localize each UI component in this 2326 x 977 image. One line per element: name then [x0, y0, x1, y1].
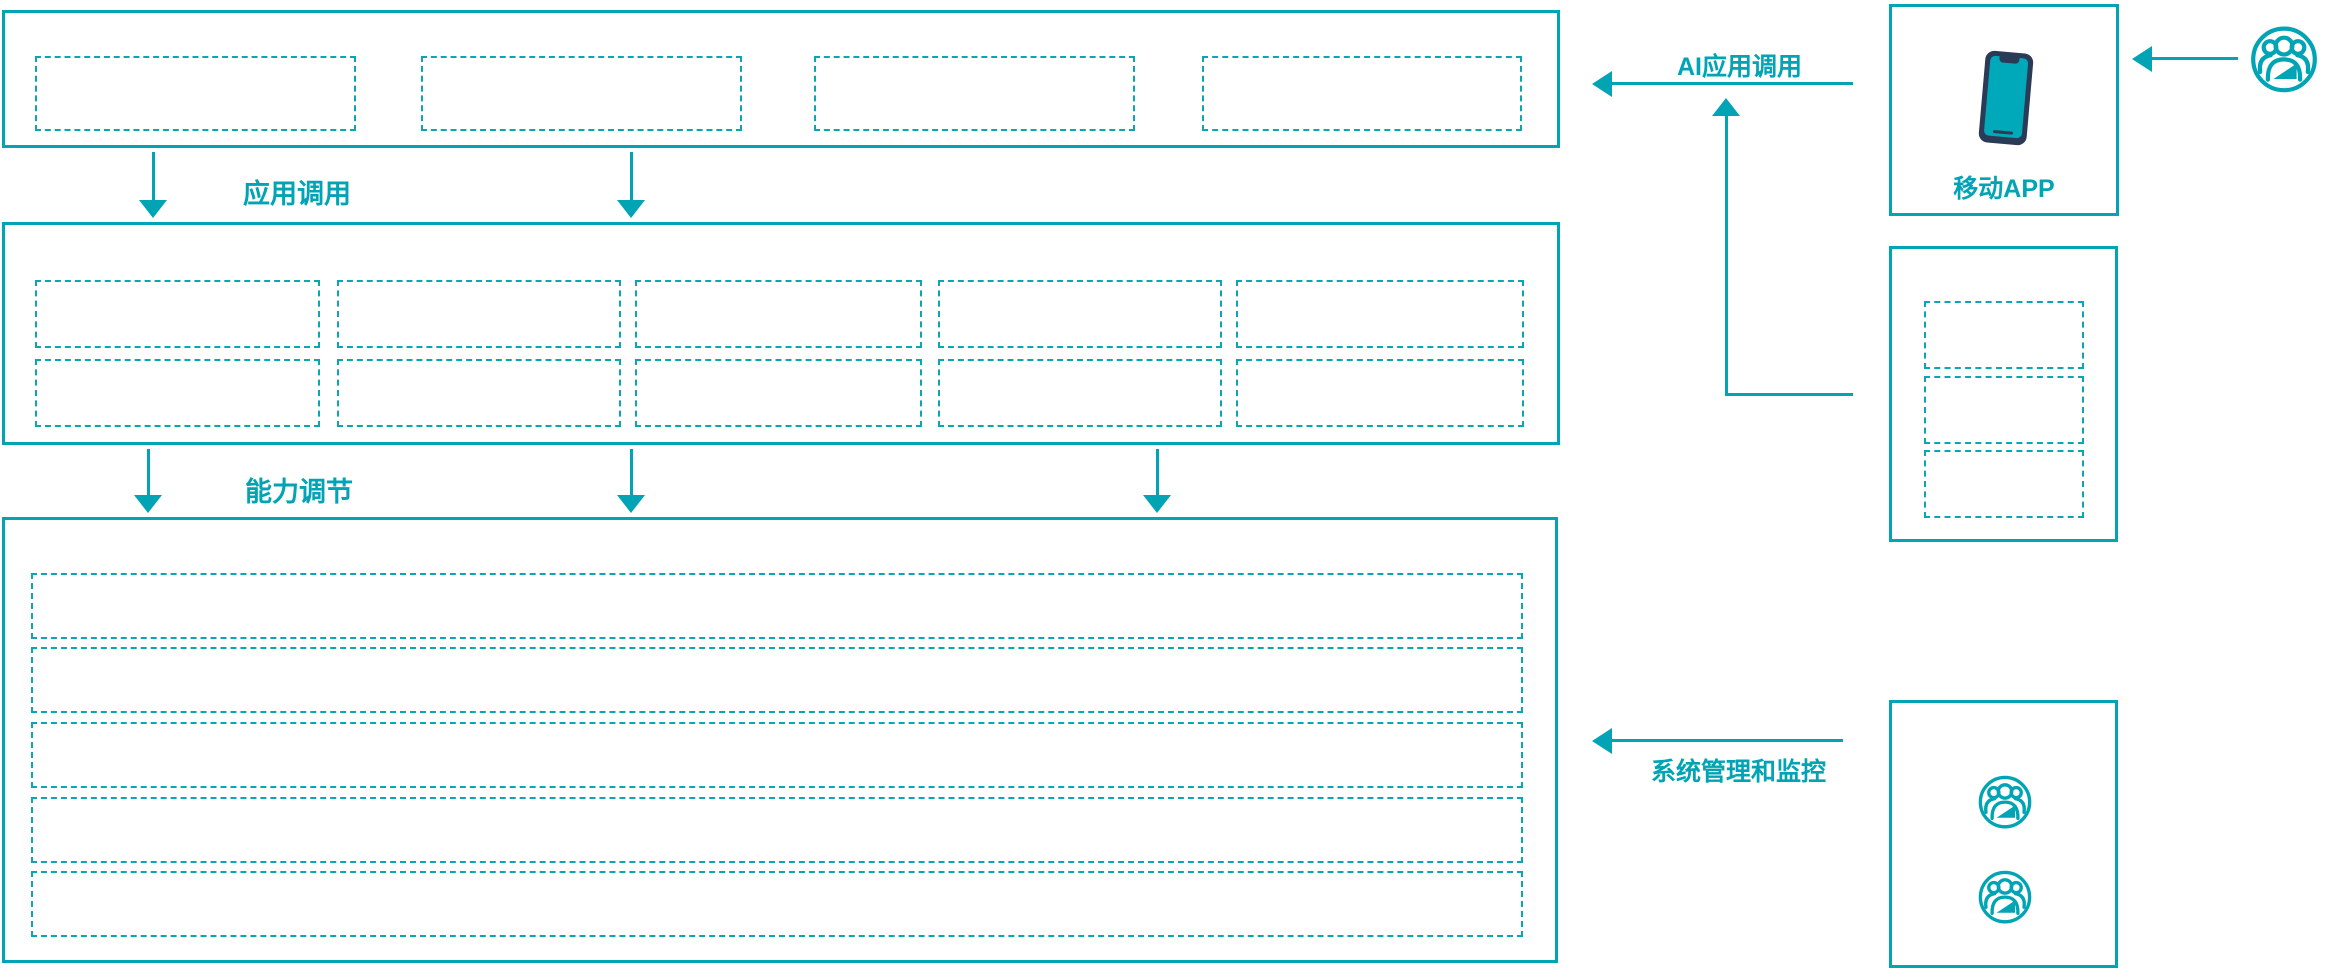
- app-call-label: 应用调用: [243, 179, 351, 209]
- platform-layer-box: [2, 517, 1558, 963]
- service-connector-vertical: [1725, 114, 1728, 394]
- capability-placeholder-r1c4: [938, 280, 1222, 348]
- application-placeholder-4: [1202, 56, 1522, 131]
- application-placeholder-1: [35, 56, 356, 131]
- mobile-app-label: 移动APP: [1953, 175, 2055, 203]
- mobile-app-box: 移动APP: [1889, 4, 2119, 216]
- capability-arrow-line-2: [630, 449, 633, 497]
- end-user-arrowhead: [2132, 46, 2152, 72]
- capability-placeholder-r2c1: [35, 359, 320, 427]
- application-placeholder-2: [421, 56, 742, 131]
- operator-user-icon-2: [1978, 870, 2032, 924]
- smartphone-screen: [1983, 55, 2029, 139]
- service-up-arrowhead: [1712, 98, 1740, 116]
- capability-placeholder-r1c3: [635, 280, 922, 348]
- platform-row-2: [31, 647, 1523, 713]
- platform-row-3: [31, 722, 1523, 788]
- capability-adjust-label: 能力调节: [245, 477, 353, 507]
- app-call-arrow-line-2: [630, 152, 633, 202]
- service-placeholder-3: [1924, 450, 2084, 518]
- operator-user-icon-1: [1978, 775, 2032, 829]
- system-management-arrowhead: [1592, 728, 1612, 754]
- app-call-arrowhead-2: [617, 200, 645, 218]
- application-layer-box: [2, 10, 1560, 148]
- capability-placeholder-r2c4: [938, 359, 1222, 427]
- platform-row-4: [31, 797, 1523, 863]
- capability-arrowhead-2: [617, 495, 645, 513]
- platform-row-5: [31, 871, 1523, 937]
- capability-arrow-line-1: [147, 449, 150, 497]
- smartphone-icon: [1978, 50, 2034, 146]
- service-placeholder-1: [1924, 301, 2084, 369]
- service-box: [1889, 246, 2118, 542]
- ai-app-call-label: AI应用调用: [1677, 53, 1803, 81]
- application-placeholder-3: [814, 56, 1135, 131]
- ai-app-call-arrow-line: [1610, 82, 1853, 85]
- capability-layer-box: [2, 222, 1560, 445]
- capability-placeholder-r1c1: [35, 280, 320, 348]
- capability-arrowhead-3: [1143, 495, 1171, 513]
- capability-placeholder-r1c5: [1236, 280, 1524, 348]
- capability-placeholder-r2c3: [635, 359, 922, 427]
- system-management-label: 系统管理和监控: [1651, 758, 1827, 786]
- capability-placeholder-r2c2: [337, 359, 621, 427]
- platform-row-1: [31, 573, 1523, 639]
- capability-arrowhead-1: [134, 495, 162, 513]
- ai-app-call-arrowhead: [1592, 71, 1612, 97]
- capability-arrow-line-3: [1156, 449, 1159, 497]
- app-call-arrow-line-1: [152, 152, 155, 202]
- capability-placeholder-r2c5: [1236, 359, 1524, 427]
- app-call-arrowhead-1: [139, 200, 167, 218]
- system-management-arrow-line: [1610, 739, 1843, 742]
- operators-box: [1889, 700, 2118, 968]
- service-connector-horizontal: [1725, 393, 1853, 396]
- user-group-icon: [2251, 26, 2317, 93]
- service-placeholder-2: [1924, 376, 2084, 444]
- capability-placeholder-r1c2: [337, 280, 621, 348]
- end-user-arrow-line: [2150, 57, 2238, 60]
